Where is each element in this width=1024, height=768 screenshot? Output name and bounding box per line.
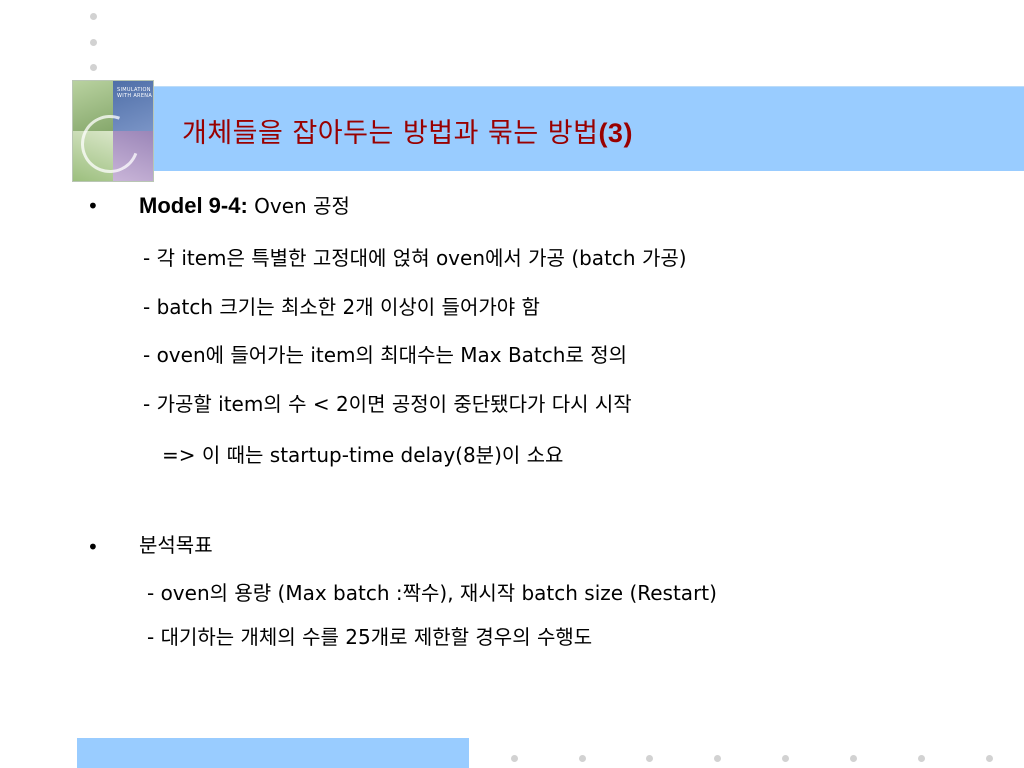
bullet-line: - 가공할 item의 수 < 2이면 공정이 중단됐다가 다시 시작 bbox=[143, 392, 632, 416]
decor-dot bbox=[90, 13, 97, 20]
decor-dot bbox=[714, 755, 721, 762]
bullet-marker: • bbox=[87, 535, 99, 559]
decor-dot bbox=[782, 755, 789, 762]
decor-dot bbox=[850, 755, 857, 762]
slide-title-main: 개체들을 잡아두는 방법과 묶는 방법 bbox=[182, 118, 599, 149]
bullet-marker: • bbox=[87, 194, 99, 218]
slide-title: 개체들을 잡아두는 방법과 묶는 방법(3) bbox=[182, 111, 633, 150]
book-cover-image: SIMULATION WITH ARENA bbox=[72, 80, 154, 182]
decor-dot bbox=[918, 755, 925, 762]
decor-dot bbox=[579, 755, 586, 762]
decor-dot bbox=[90, 64, 97, 71]
cover-panel bbox=[113, 81, 153, 131]
cover-panel bbox=[73, 131, 113, 181]
bullet-heading-bold: Model 9-4: bbox=[139, 193, 248, 218]
cover-panel bbox=[113, 131, 153, 181]
bullet-heading: Model 9-4: Oven 공정 bbox=[139, 193, 350, 219]
bullet-heading-text: Oven 공정 bbox=[247, 194, 350, 218]
bullet-heading: 분석목표 bbox=[139, 533, 213, 557]
bullet-line: - oven의 용량 (Max batch :짝수), 재시작 batch si… bbox=[147, 581, 717, 605]
cover-text: SIMULATION WITH ARENA bbox=[117, 87, 153, 99]
cover-panel bbox=[73, 81, 113, 131]
decor-dot bbox=[646, 755, 653, 762]
footer-bar bbox=[77, 738, 469, 768]
bullet-line: => 이 때는 startup-time delay(8분)이 소요 bbox=[162, 443, 564, 467]
decor-dot bbox=[90, 39, 97, 46]
bullet-line: - 대기하는 개체의 수를 25개로 제한할 경우의 수행도 bbox=[147, 625, 593, 649]
decor-dot bbox=[986, 755, 993, 762]
bullet-line: - batch 크기는 최소한 2개 이상이 들어가야 함 bbox=[143, 295, 540, 319]
bullet-line: - 각 item은 특별한 고정대에 얹혀 oven에서 가공 (batch 가… bbox=[143, 246, 687, 270]
bullet-line: - oven에 들어가는 item의 최대수는 Max Batch로 정의 bbox=[143, 343, 627, 367]
slide-title-suffix: (3) bbox=[598, 118, 633, 148]
decor-dot bbox=[511, 755, 518, 762]
title-band: 개체들을 잡아두는 방법과 묶는 방법(3) bbox=[152, 86, 1024, 171]
